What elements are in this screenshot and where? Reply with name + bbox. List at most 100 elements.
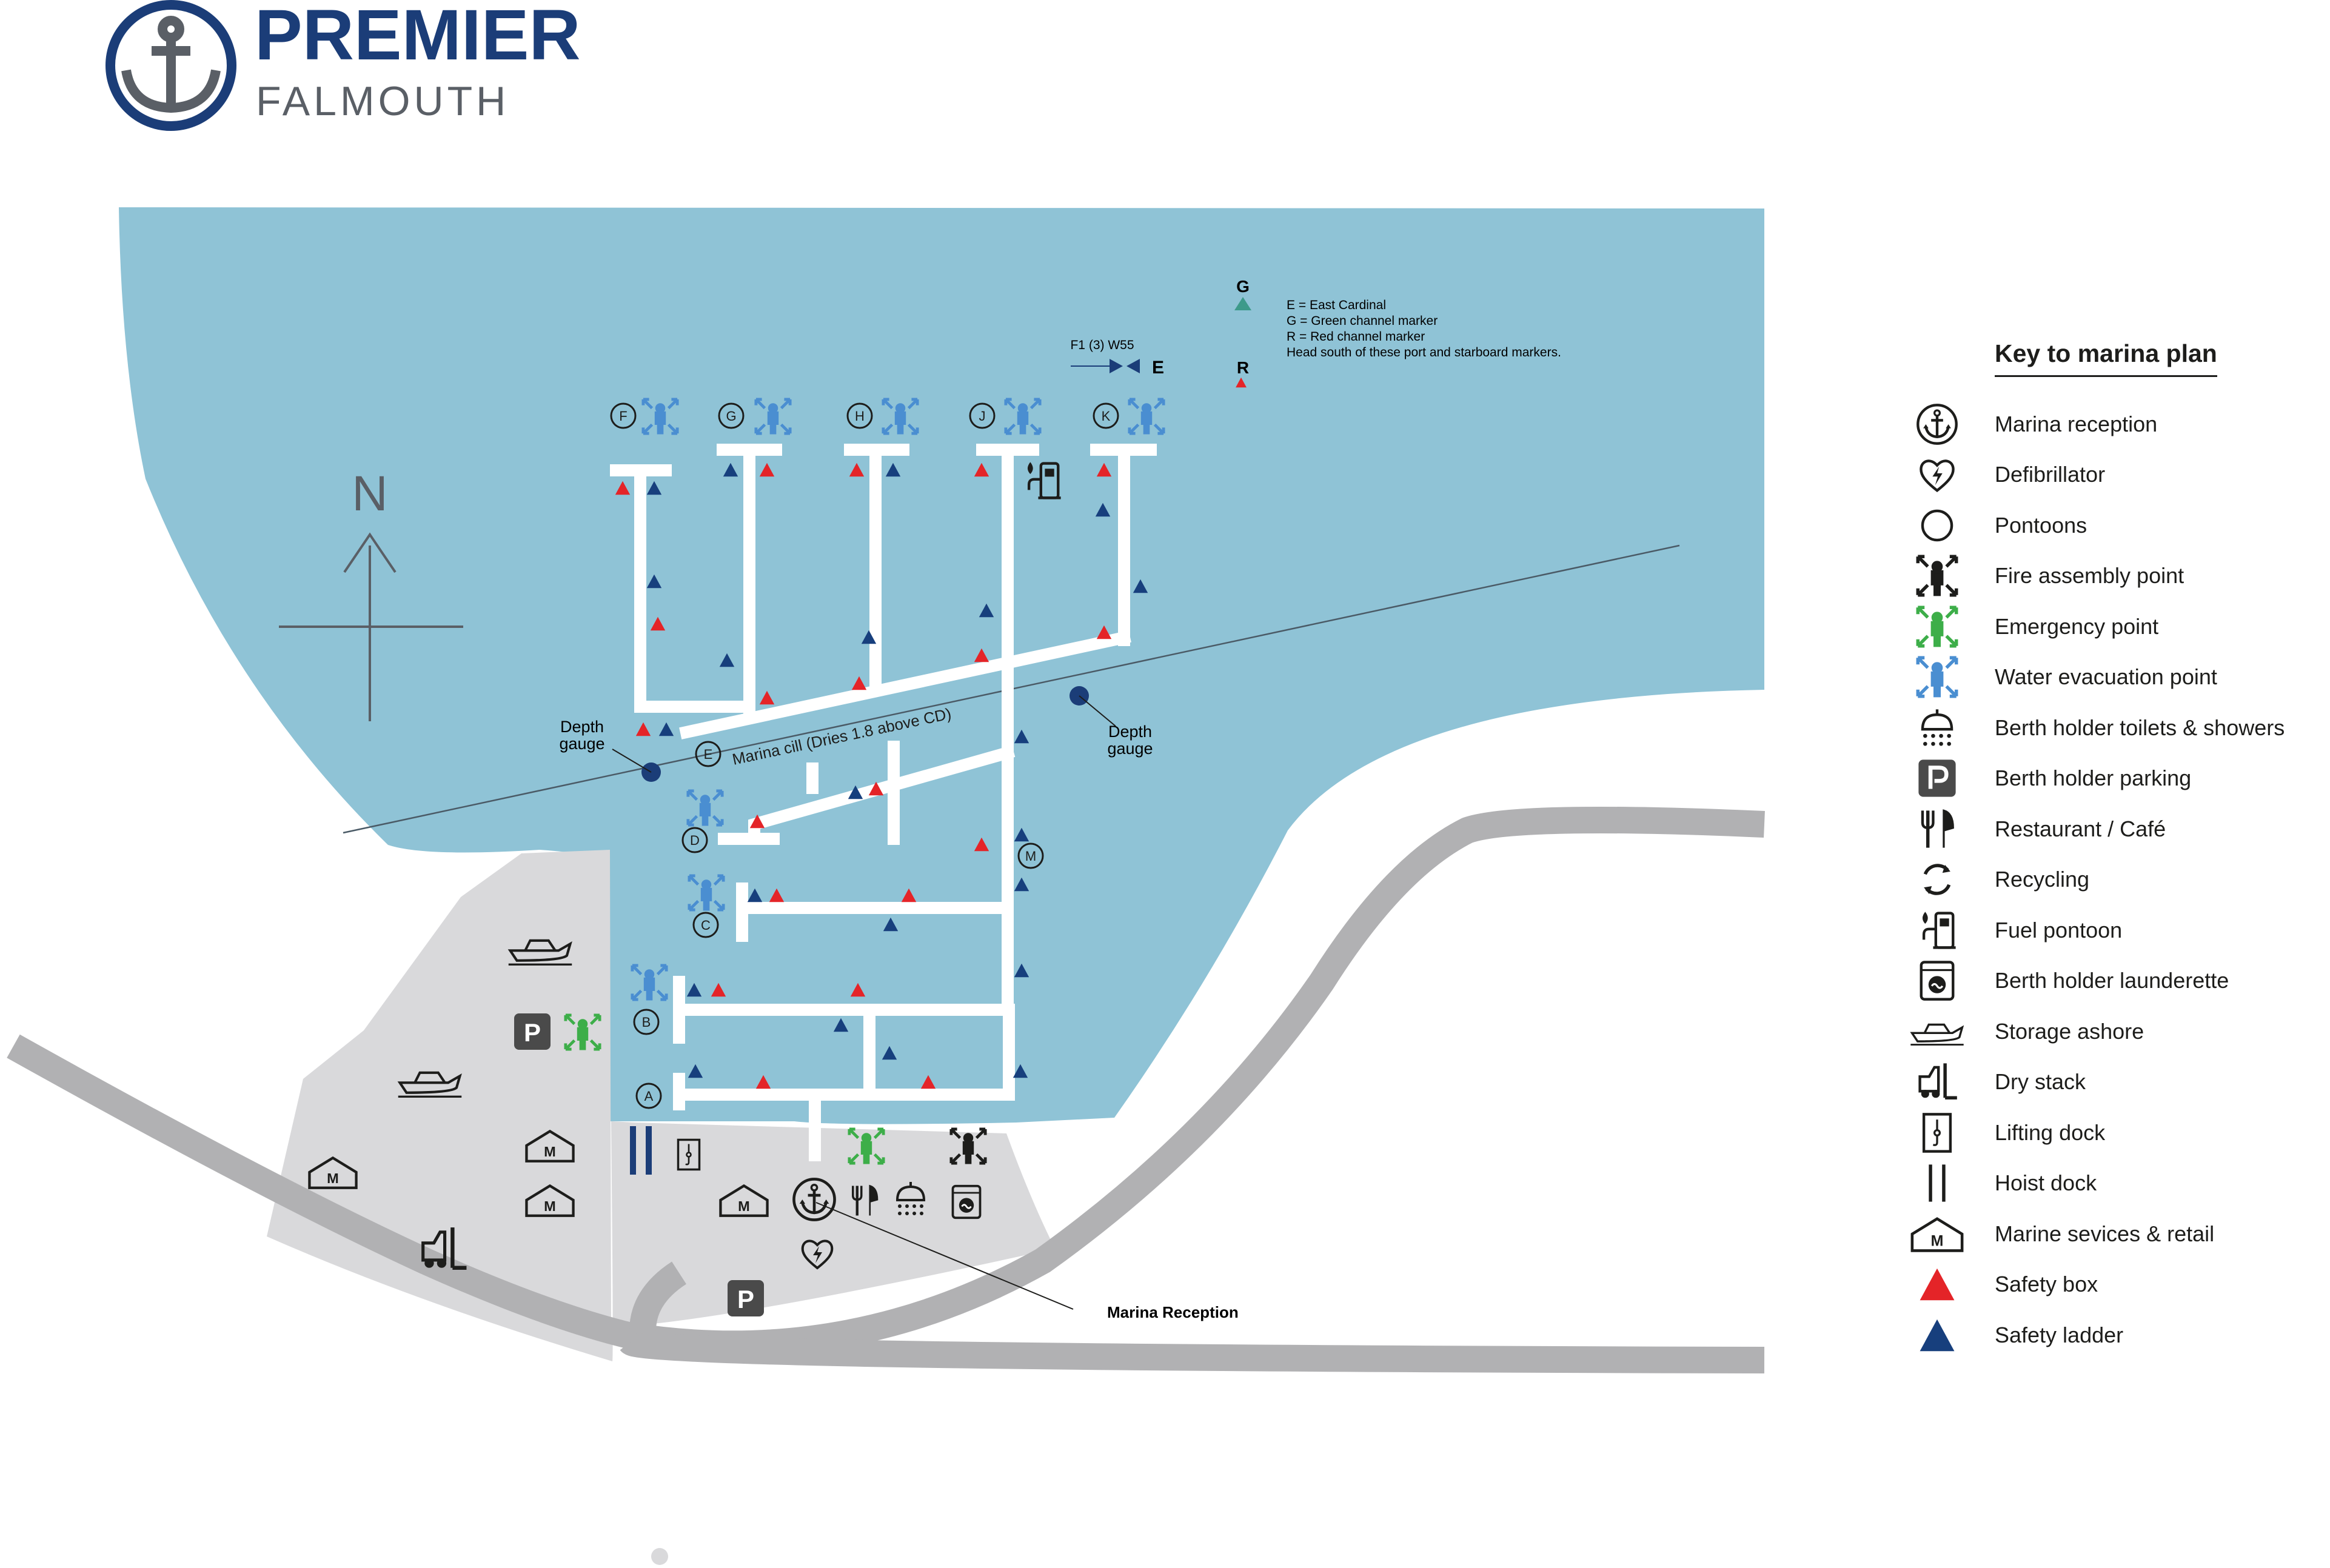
pontoon-label-C-text: C	[701, 918, 711, 933]
marina-reception-label: Marina Reception	[1107, 1303, 1239, 1321]
parking-letter: P	[524, 1018, 541, 1047]
pontoon-label-J-text: J	[979, 409, 986, 424]
parking-icon	[728, 1280, 764, 1316]
launderette-icon	[1904, 959, 1970, 1002]
anchor-circle-icon	[1904, 403, 1970, 445]
key-item: Marine sevices & retail	[1904, 1209, 2316, 1259]
key-item-label: Fuel pontoon	[1995, 917, 2123, 942]
pontoon-network	[610, 444, 1157, 1161]
emergency-point-icon	[1904, 606, 1970, 648]
pontoon-label-E-text: E	[704, 747, 713, 762]
pontoon-label-A: A	[635, 1083, 662, 1109]
green-channel-marker-icon	[1234, 297, 1251, 310]
key-item-label: Safety ladder	[1995, 1322, 2124, 1347]
nav-note-2: G = Green channel marker	[1287, 314, 1438, 328]
key-item-label: Marina reception	[1995, 411, 2158, 436]
key-item-label: Berth holder parking	[1995, 766, 2192, 791]
red-marker-letter: R	[1237, 358, 1249, 377]
compass-north-label: N	[352, 466, 387, 521]
parking-south: P	[728, 1280, 764, 1316]
pontoon-label-M-text: M	[1025, 849, 1036, 864]
key-item-label: Fire assembly point	[1995, 563, 2184, 589]
key-item: Dry stack	[1904, 1057, 2316, 1108]
green-marker-letter: G	[1236, 277, 1250, 296]
key-title: Key to marina plan	[1995, 339, 2217, 377]
boat-icon	[1904, 1010, 1970, 1053]
key-item: Storage ashore	[1904, 1006, 2316, 1057]
pontoon-label-A-text: A	[644, 1089, 654, 1104]
compass-arrowhead	[343, 532, 397, 573]
pontoon-label-K: K	[1093, 402, 1119, 429]
defibrillator-icon	[1904, 453, 1970, 496]
pontoon-label-J: J	[969, 402, 996, 429]
key-item: Recycling	[1904, 855, 2316, 906]
pontoon-label-K-text: K	[1102, 409, 1111, 424]
fire-assembly-icon	[1904, 555, 1970, 597]
key-item-label: Storage ashore	[1995, 1018, 2144, 1044]
premier-logo: PREMIER FALMOUTH	[105, 0, 581, 131]
key-item: Berth holder launderette	[1904, 956, 2316, 1007]
pontoon-F	[634, 464, 755, 713]
key-item-label: Recycling	[1995, 867, 2090, 892]
pontoon-label-F: F	[610, 402, 637, 429]
parking-west: P	[514, 1013, 551, 1050]
pontoon-label-G-text: G	[726, 409, 736, 424]
road-south	[620, 1330, 1765, 1373]
east-cardinal-icon	[1110, 359, 1140, 373]
shore-facilities: P P	[309, 941, 980, 1316]
logo-ring	[105, 0, 236, 131]
hoist-dock-icon	[1904, 1162, 1970, 1204]
anchor-icon	[121, 16, 221, 113]
compass: N	[279, 466, 463, 721]
decorative-dot	[651, 1548, 668, 1565]
key-item-label: Berth holder toilets & showers	[1995, 715, 2285, 740]
restaurant-icon	[1904, 808, 1970, 850]
key-item-label: Water evacuation point	[1995, 664, 2217, 690]
recycling-icon	[1904, 858, 1970, 901]
safety-box-icon	[1904, 1263, 1970, 1306]
light-characteristic-label: F1 (3) W55	[1070, 338, 1134, 352]
key-item: Safety box	[1904, 1259, 2316, 1310]
key-item: Water evacuation point	[1904, 652, 2316, 703]
shower-icon	[1904, 707, 1970, 749]
land-area	[267, 850, 1055, 1361]
nav-note-1: E = East Cardinal	[1287, 298, 1386, 312]
forklift-icon	[1904, 1061, 1970, 1103]
safety-ladder-icon	[1904, 1314, 1970, 1356]
key-item-label: Defibrillator	[1995, 462, 2106, 487]
key-item: Safety ladder	[1904, 1310, 2316, 1361]
marine-services-icon	[1904, 1213, 1970, 1255]
parking-icon	[1904, 757, 1970, 799]
pontoon-label-E: E	[695, 741, 721, 767]
key-item: Berth holder parking	[1904, 753, 2316, 804]
navigation-markers: F1 (3) W55 E G R E = East Cardinal G = G…	[1070, 277, 1561, 378]
water-evacuation-icon	[1904, 656, 1970, 698]
key-item: Hoist dock	[1904, 1158, 2316, 1209]
pontoon-label-C: C	[692, 912, 719, 938]
key-item-label: Berth holder launderette	[1995, 968, 2229, 993]
pontoon-label-B: B	[633, 1009, 660, 1035]
key-item-label: Safety box	[1995, 1272, 2098, 1297]
key-item-label: Emergency point	[1995, 613, 2159, 639]
parking-icon	[514, 1013, 551, 1050]
fuel-pump-icon	[1904, 909, 1970, 952]
depth-gauge-east-label-2: gauge	[1107, 739, 1153, 758]
water-area	[119, 207, 1764, 1124]
hoist-dock	[630, 1126, 652, 1175]
pontoon-label-B-text: B	[642, 1015, 651, 1030]
nav-note-3: R = Red channel marker	[1287, 330, 1425, 344]
logo-location: FALMOUTH	[256, 78, 509, 124]
key-item: Berth holder toilets & showers	[1904, 702, 2316, 753]
pontoon-label-F-text: F	[619, 409, 627, 424]
nav-note-4: Head south of these port and starboard m…	[1287, 345, 1561, 359]
east-cardinal-letter: E	[1152, 358, 1164, 378]
road-spur	[629, 1261, 687, 1334]
pontoon-label-D-text: D	[690, 833, 700, 848]
key-item: Lifting dock	[1904, 1107, 2316, 1158]
key-item-label: Restaurant / Café	[1995, 816, 2166, 841]
pontoon-label-H: H	[846, 402, 873, 429]
reception-leader-line	[815, 1202, 1074, 1310]
